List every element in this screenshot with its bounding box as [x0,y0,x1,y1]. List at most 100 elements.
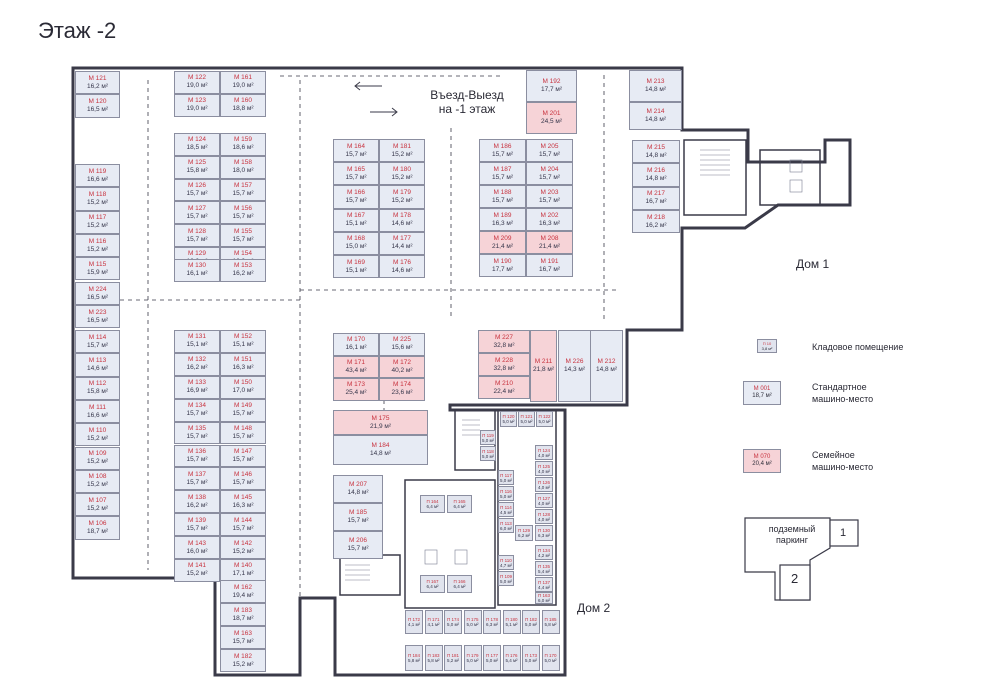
storage-unit[interactable]: П 1755,0 м² [463,610,482,634]
standard-parking-space[interactable]: М 20315,7 м² [526,185,573,208]
standard-parking-space[interactable]: М 20415,7 м² [526,162,573,185]
standard-parking-space[interactable]: М 15515,7 м² [220,224,266,247]
storage-unit[interactable]: П 1205,0 м² [500,411,517,427]
storage-unit[interactable]: П 1636,0 м² [535,592,553,604]
storage-unit[interactable]: П 1344,2 м² [535,545,553,560]
standard-parking-space[interactable]: М 20714,8 м² [333,475,383,503]
standard-parking-space[interactable]: М 12515,8 м² [174,155,220,179]
standard-parking-space[interactable]: М 15017,0 м² [220,375,266,399]
standard-parking-space[interactable]: М 12815,7 м² [174,224,220,247]
standard-parking-space[interactable]: М 16219,4 м² [220,580,266,603]
family-parking-space[interactable]: М 17143,4 м² [333,355,379,378]
standard-parking-space[interactable]: М 17915,2 м² [379,185,425,209]
storage-unit[interactable]: П 1676,4 м² [420,575,445,593]
standard-parking-space[interactable]: М 17016,1 м² [333,333,379,356]
storage-unit[interactable]: П 1195,0 м² [480,430,496,445]
standard-parking-space[interactable]: М 11615,2 м² [75,233,120,258]
standard-parking-space[interactable]: М 13816,2 м² [174,490,220,514]
storage-unit[interactable]: П 1185,0 м² [480,446,496,461]
standard-parking-space[interactable]: М 10715,2 м² [75,493,120,517]
standard-parking-space[interactable]: М 14316,0 м² [174,536,220,559]
storage-unit[interactable]: П 1136,0 м² [498,518,514,533]
standard-parking-space[interactable]: М 20216,3 м² [526,208,573,231]
standard-parking-space[interactable]: М 21514,8 м² [632,140,680,164]
standard-parking-space[interactable]: М 11215,8 м² [75,376,120,400]
family-parking-space[interactable]: М 20921,4 м² [479,231,526,254]
standard-parking-space[interactable]: М 12615,7 м² [174,178,220,202]
standard-parking-space[interactable]: М 13515,7 м² [174,421,220,445]
standard-parking-space[interactable]: М 15715,7 м² [220,178,266,202]
standard-parking-space[interactable]: М 14115,2 м² [174,559,220,582]
storage-unit[interactable]: П 1144,5 м² [498,502,514,517]
standard-parking-space[interactable]: М 10915,2 м² [75,446,120,470]
standard-parking-space[interactable]: М 11515,9 м² [75,257,120,281]
storage-unit[interactable]: П 1656,4 м² [447,495,472,513]
standard-parking-space[interactable]: М 12116,2 м² [75,71,120,95]
family-parking-space[interactable]: М 17240,2 м² [379,355,425,378]
standard-parking-space[interactable]: М 12016,5 м² [75,94,120,118]
standard-parking-space[interactable]: М 14017,1 м² [220,559,266,582]
storage-unit[interactable]: П 1104,7 м² [498,555,514,570]
storage-unit[interactable]: П 1795,0 м² [463,645,482,671]
standard-parking-space[interactable]: М 18515,7 м² [333,503,383,531]
standard-parking-space[interactable]: М 18414,8 м² [333,435,428,465]
standard-parking-space[interactable]: М 13016,1 м² [174,259,220,282]
standard-parking-space[interactable]: М 14815,7 м² [220,421,266,445]
standard-parking-space[interactable]: М 13216,2 м² [174,352,220,376]
family-parking-space[interactable]: М 22832,8 м² [478,353,530,376]
storage-unit[interactable]: П 1666,4 м² [447,575,472,593]
standard-parking-space[interactable]: М 13316,9 м² [174,375,220,399]
storage-unit[interactable]: П 1306,3 м² [535,525,553,541]
standard-parking-space[interactable]: М 11715,2 м² [75,210,120,234]
standard-parking-space[interactable]: М 14715,7 м² [220,444,266,468]
standard-parking-space[interactable]: М 22416,5 м² [75,282,120,305]
standard-parking-space[interactable]: М 15918,6 м² [220,133,266,156]
standard-parking-space[interactable]: М 18015,2 м² [379,162,425,186]
storage-unit[interactable]: П 1175,0 м² [498,470,514,485]
family-parking-space[interactable]: М 20124,5 м² [526,102,577,134]
standard-parking-space[interactable]: М 13415,7 м² [174,398,220,422]
standard-parking-space[interactable]: М 13115,1 м² [174,330,220,353]
storage-unit[interactable]: П 1724,1 м² [405,610,423,634]
storage-unit[interactable]: П 1244,0 м² [535,445,553,460]
storage-unit[interactable]: П 1745,0 м² [444,610,462,634]
standard-parking-space[interactable]: М 14415,7 м² [220,513,266,537]
storage-unit[interactable]: П 1165,0 м² [498,486,514,501]
storage-unit[interactable]: П 1765,4 м² [502,645,521,671]
standard-parking-space[interactable]: М 11116,6 м² [75,399,120,424]
standard-parking-space[interactable]: М 13915,7 м² [174,513,220,537]
standard-parking-space[interactable]: М 11314,6 м² [75,353,120,377]
standard-parking-space[interactable]: М 14215,2 м² [220,536,266,559]
standard-parking-space[interactable]: М 11815,2 м² [75,187,120,211]
storage-unit[interactable]: П 1815,2 м² [444,645,462,671]
family-parking-space[interactable]: М 17521,9 м² [333,410,428,435]
family-parking-space[interactable]: М 22732,8 м² [478,330,530,353]
storage-unit[interactable]: П 1786,3 м² [483,610,501,634]
standard-parking-space[interactable]: М 22614,3 м² [558,330,591,402]
storage-unit[interactable]: П 1855,8 м² [541,610,560,634]
storage-unit[interactable]: П 1215,0 м² [518,411,535,427]
family-parking-space[interactable]: М 21121,8 м² [530,330,557,402]
standard-parking-space[interactable]: М 10815,2 м² [75,469,120,494]
standard-parking-space[interactable]: М 14915,7 м² [220,398,266,422]
standard-parking-space[interactable]: М 22316,5 м² [75,305,120,328]
standard-parking-space[interactable]: М 21614,8 м² [632,163,680,187]
standard-parking-space[interactable]: М 19116,7 м² [526,254,573,277]
family-parking-space[interactable]: М 17423,6 м² [379,378,425,401]
standard-parking-space[interactable]: М 16315,7 м² [220,626,266,649]
standard-parking-space[interactable]: М 12715,7 м² [174,201,220,225]
standard-parking-space[interactable]: М 15316,2 м² [220,259,266,282]
standard-parking-space[interactable]: М 16119,0 м² [220,71,266,94]
standard-parking-space[interactable]: М 16815,0 м² [333,231,379,255]
storage-unit[interactable]: П 1805,1 м² [502,610,521,634]
standard-parking-space[interactable]: М 12418,5 м² [174,133,220,156]
standard-parking-space[interactable]: М 14615,7 м² [220,467,266,491]
standard-parking-space[interactable]: М 18115,2 м² [379,139,425,163]
storage-unit[interactable]: П 1095,0 м² [498,571,514,586]
standard-parking-space[interactable]: М 16915,1 м² [333,255,379,279]
standard-parking-space[interactable]: М 16018,8 м² [220,93,266,117]
standard-parking-space[interactable]: М 12219,0 м² [174,71,220,94]
standard-parking-space[interactable]: М 15215,1 м² [220,330,266,353]
storage-unit[interactable]: П 1264,0 м² [535,477,553,492]
storage-unit[interactable]: П 1705,0 м² [541,645,560,671]
